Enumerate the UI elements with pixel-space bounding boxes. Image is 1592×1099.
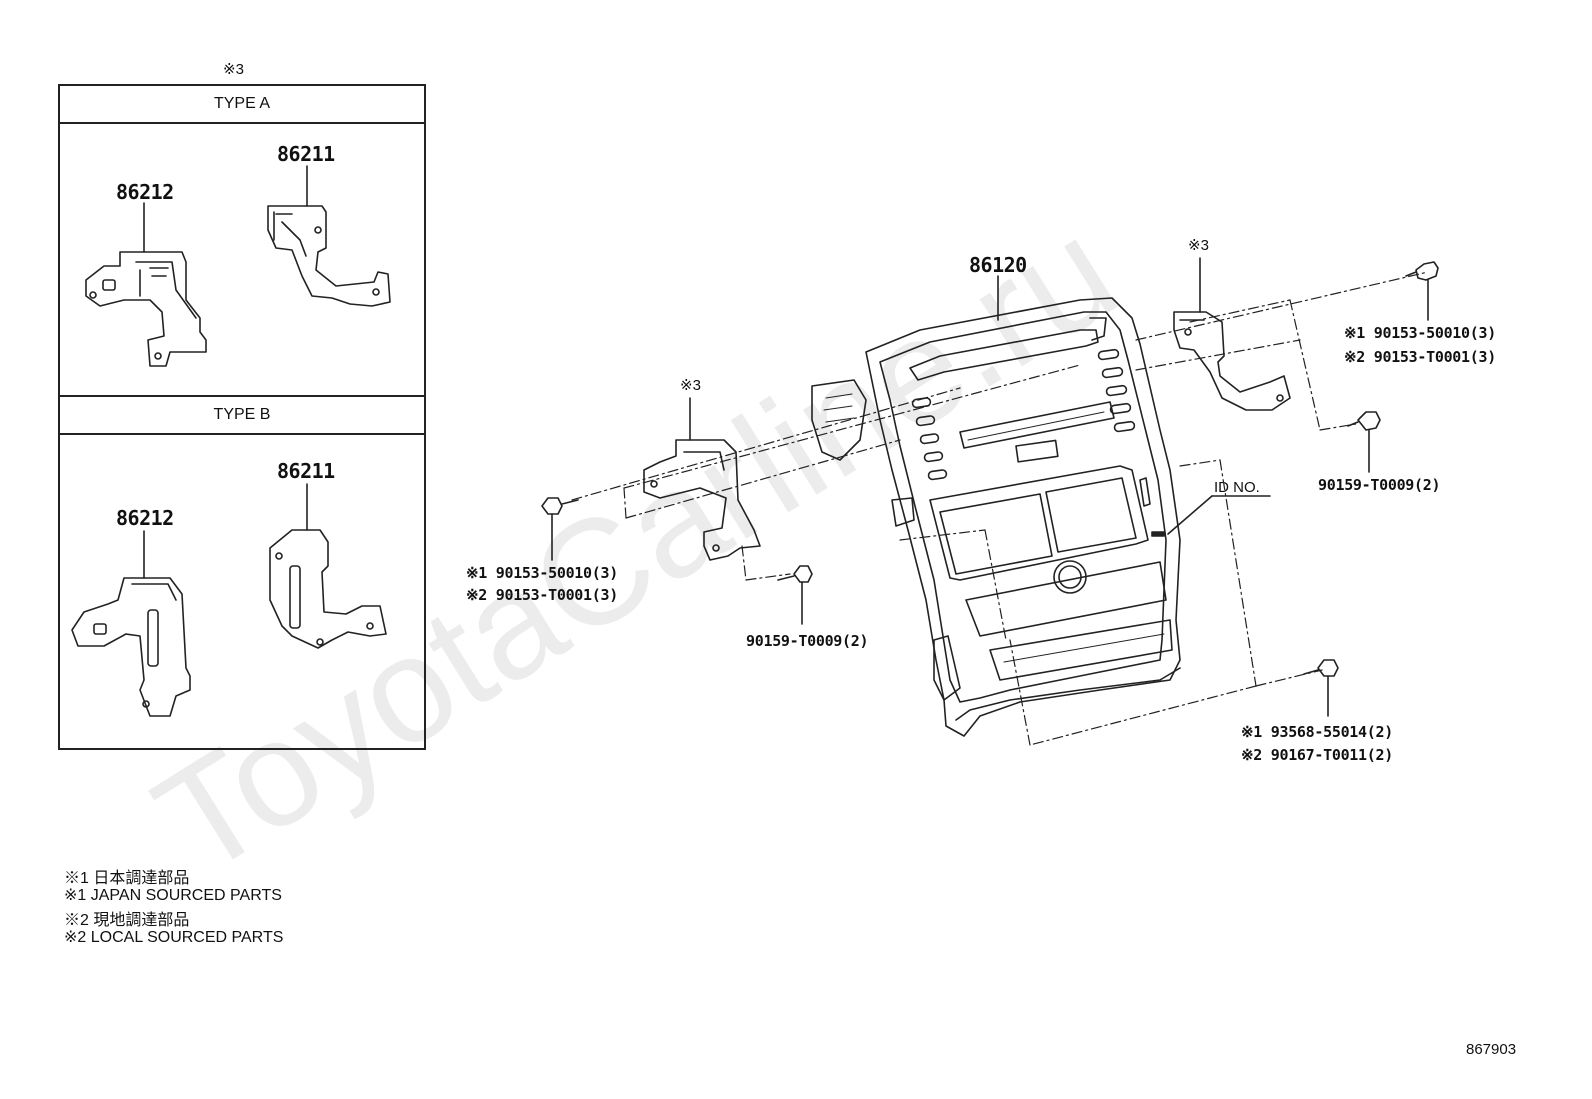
bracket-86212-type-a [85,202,207,367]
legend-line-1: ※1 日本調達部品 [64,870,190,887]
id-no-leader [1151,495,1271,537]
legend-line-3: ※2 現地調達部品 [64,912,190,929]
bottom-screw-label-1: ※1 93568-55014(2) [1241,723,1393,741]
bracket-86211-type-b [269,483,387,649]
id-no-label: ID NO. [1214,479,1260,496]
bracket-86211-type-a [267,165,391,307]
type-a-part-86211: 86211 [277,142,335,166]
right-bracket [1173,257,1291,411]
screw-left [541,497,579,561]
left-screw-label-2: ※2 90153-T0001(3) [466,586,618,604]
type-a-part-86212: 86212 [116,180,174,204]
audio-panel-86120 [811,275,1181,737]
type-a-header: TYPE A [60,86,424,124]
type-b-part-86212: 86212 [116,506,174,530]
phantom-lines [571,271,1429,746]
inset-ref-label: ※3 [223,61,244,78]
legend-line-2: ※1 JAPAN SOURCED PARTS [64,887,282,904]
screw-right-mid [1347,411,1381,473]
right-screw-label-2: ※2 90153-T0001(3) [1344,348,1496,366]
right-screw-label-1: ※1 90153-50010(3) [1344,324,1496,342]
inset-box: TYPE A TYPE B [58,84,426,750]
type-b-header: TYPE B [60,395,424,435]
bracket-ref-left: ※3 [680,377,701,394]
screw-left-lower [777,565,813,625]
screw-top-right [1405,261,1439,321]
left-screw-label-3: 90159-T0009(2) [746,632,869,650]
panel-part-86120: 86120 [969,253,1027,277]
right-screw-label-3: 90159-T0009(2) [1318,476,1441,494]
diagram-code: 867903 [1466,1041,1517,1058]
screw-bottom-right [1303,659,1339,717]
bracket-86212-type-b [71,530,191,717]
watermark: ToyotaCarline.ru [128,186,1143,907]
bracket-ref-right: ※3 [1188,237,1209,254]
legend-line-4: ※2 LOCAL SOURCED PARTS [64,929,284,946]
left-screw-label-1: ※1 90153-50010(3) [466,564,618,582]
type-b-part-86211: 86211 [277,459,335,483]
bottom-screw-label-2: ※2 90167-T0011(2) [1241,746,1393,764]
left-bracket [643,397,761,561]
